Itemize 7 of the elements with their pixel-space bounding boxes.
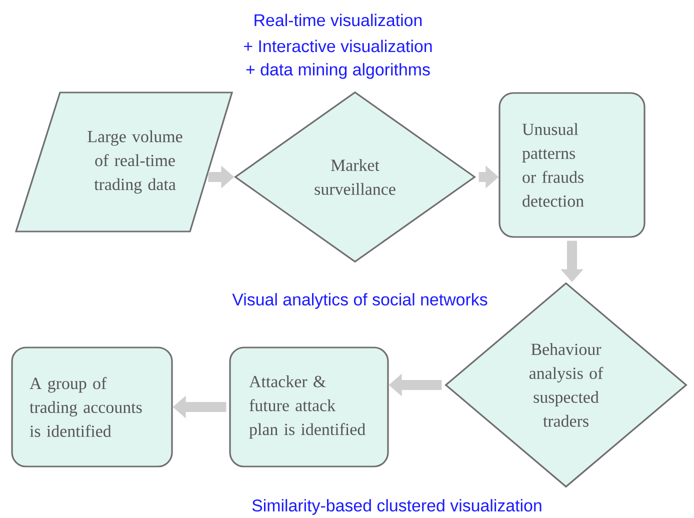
annotation-text: + data mining algorithms [246,63,430,79]
process-box: Unusual patterns or frauds detection [498,92,646,238]
annotation-text: Real-time visualization [254,14,422,26]
process-box: A group of trading accounts is identified [11,346,173,468]
process-box: Attacker & future attack plan is identified [229,346,389,468]
annotation-text: Similarity-based clustered visualization [252,499,542,515]
annotation-text: + Interactive visualization [244,40,432,52]
